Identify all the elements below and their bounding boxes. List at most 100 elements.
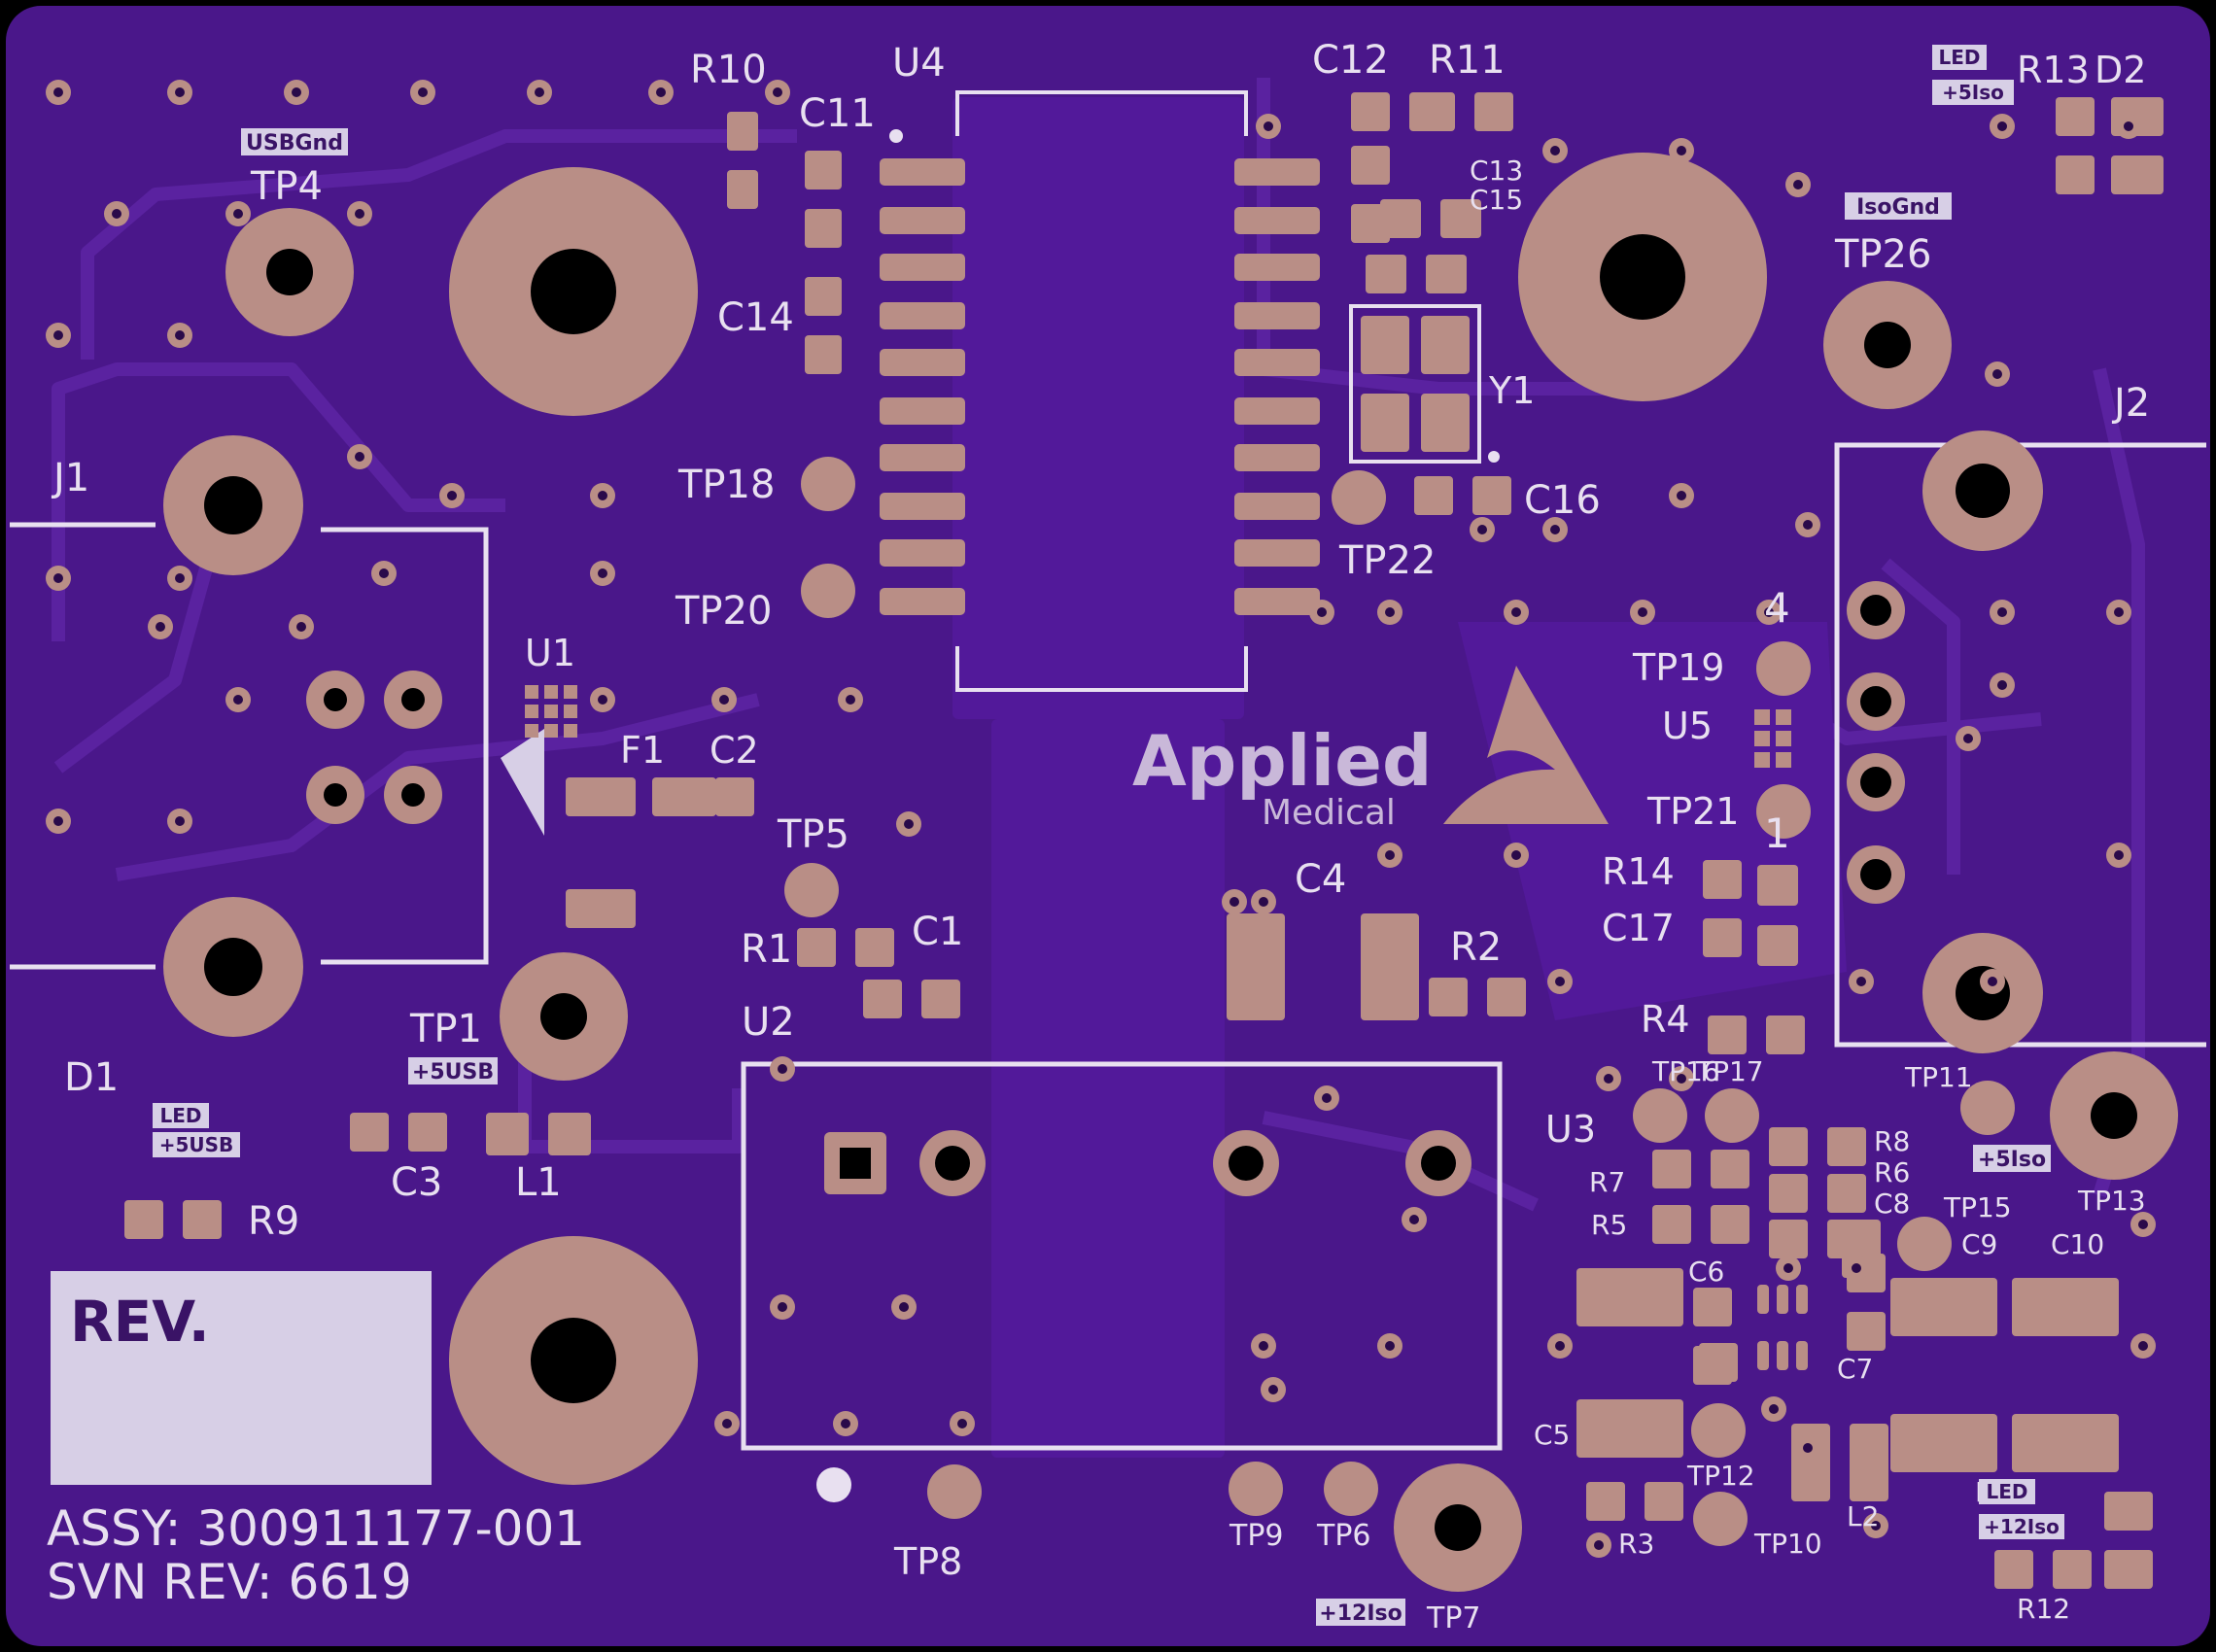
designator-1: 1 xyxy=(1764,809,1790,857)
badge-iso-d3: +12Iso xyxy=(1979,1514,2064,1539)
designator-c12: C12 xyxy=(1312,38,1389,83)
designator-c3: C3 xyxy=(391,1160,442,1205)
designator-f1: F1 xyxy=(620,729,665,772)
designator-c5: C5 xyxy=(1534,1419,1570,1451)
designator-tp6: TP6 xyxy=(1316,1519,1371,1553)
designator-c4: C4 xyxy=(1295,857,1346,902)
copper-pours xyxy=(952,97,1847,1458)
badge-usbgnd: USBGnd xyxy=(241,128,348,155)
badge-isognd: IsoGnd xyxy=(1845,192,1952,220)
designator-4: 4 xyxy=(1764,584,1790,632)
vias xyxy=(46,80,2156,1558)
designator-r9: R9 xyxy=(248,1199,299,1244)
svg-text:+5USB: +5USB xyxy=(159,1133,234,1156)
designator-r2: R2 xyxy=(1450,925,1502,970)
module-u2 xyxy=(741,1061,1503,1451)
designator-c8: C8 xyxy=(1874,1187,1910,1220)
designator-tp9: TP9 xyxy=(1229,1519,1284,1553)
ic-u1 xyxy=(525,685,577,738)
logo-name: Applied xyxy=(1132,720,1433,802)
svg-text:LED: LED xyxy=(1938,46,1980,69)
designator-tp17: TP17 xyxy=(1695,1055,1764,1087)
designator-r11: R11 xyxy=(1429,38,1506,83)
badge-tp11-5iso: +5Iso xyxy=(1973,1145,2051,1172)
designator-tp22: TP22 xyxy=(1338,538,1436,583)
designator-tp19: TP19 xyxy=(1632,646,1724,689)
designator-tp15: TP15 xyxy=(1943,1191,2012,1223)
logo-sub: Medical xyxy=(1262,793,1396,833)
svg-text:+5Iso: +5Iso xyxy=(1942,81,2004,104)
designator-r13: R13 xyxy=(2017,49,2090,91)
designator-c1: C1 xyxy=(912,910,963,954)
svg-text:+5USB: +5USB xyxy=(412,1060,494,1084)
designator-c11: C11 xyxy=(799,91,876,136)
designator-tp1: TP1 xyxy=(409,1007,482,1051)
designator-c14: C14 xyxy=(717,295,794,340)
designator-c10: C10 xyxy=(2051,1228,2104,1260)
connector-j1 xyxy=(10,435,544,1037)
crystal-y1 xyxy=(1349,304,1500,464)
mounting-holes xyxy=(449,153,1767,1502)
svg-text:+5Iso: +5Iso xyxy=(1978,1148,2046,1172)
designator-d1: D1 xyxy=(64,1055,119,1100)
designator-tp11: TP11 xyxy=(1904,1061,1973,1093)
designator-u2: U2 xyxy=(742,1000,795,1045)
designator-c6: C6 xyxy=(1688,1256,1724,1288)
designator-c15: C15 xyxy=(1470,184,1523,216)
designator-tp18: TP18 xyxy=(677,463,775,507)
designator-tp8: TP8 xyxy=(893,1540,962,1583)
designator-j2: J2 xyxy=(2111,381,2150,426)
designator-r4: R4 xyxy=(1641,998,1690,1041)
designator-r3: R3 xyxy=(1618,1528,1654,1560)
designator-tp13: TP13 xyxy=(2077,1185,2146,1217)
designator-j1: J1 xyxy=(51,456,89,500)
designator-tp16: TP16 xyxy=(1651,1055,1720,1087)
ic-u3 xyxy=(1757,1285,1808,1370)
designator-tp4: TP4 xyxy=(250,164,323,209)
revision-box: REV. xyxy=(51,1271,432,1485)
triangle-wave-logo-icon xyxy=(1443,666,1609,824)
ic-u5 xyxy=(1754,709,1791,768)
svg-text:USBGnd: USBGnd xyxy=(246,131,343,155)
svg-text:+12Iso: +12Iso xyxy=(1984,1515,2060,1538)
designator-d2: D2 xyxy=(2095,49,2146,91)
designator-tp10: TP10 xyxy=(1753,1528,1822,1560)
svn-revision: SVN REV: 6619 xyxy=(47,1554,412,1610)
applied-medical-logo: Applied Medical xyxy=(1132,666,1609,833)
designator-l2: L2 xyxy=(1847,1500,1879,1532)
badge-iso-d2: +5Iso xyxy=(1932,80,2014,105)
designator-r12: R12 xyxy=(2017,1593,2070,1625)
svg-text:+12Iso: +12Iso xyxy=(1319,1601,1402,1626)
badge-usb-d1: +5USB xyxy=(153,1132,240,1157)
designator-c16: C16 xyxy=(1524,478,1601,523)
mounting-hole-top-left xyxy=(449,167,698,416)
designator-c13: C13 xyxy=(1470,155,1523,187)
designator-tp12: TP12 xyxy=(1686,1460,1755,1492)
designator-r14: R14 xyxy=(1602,850,1675,893)
badge-led-d1: LED xyxy=(153,1103,209,1128)
designator-c2: C2 xyxy=(710,729,759,772)
designator-y1: Y1 xyxy=(1488,369,1535,412)
test-points xyxy=(225,208,2178,1592)
svg-text:LED: LED xyxy=(1986,1480,2027,1503)
badge-tp1-5usb: +5USB xyxy=(408,1057,498,1084)
designator-l1: L1 xyxy=(515,1160,562,1205)
badge-tp7-12iso: +12Iso xyxy=(1316,1599,1405,1626)
designator-tp20: TP20 xyxy=(675,589,772,634)
designator-c7: C7 xyxy=(1837,1353,1873,1385)
net-badges: USBGndIsoGndLED+5USB+5USBLED+5Iso+5IsoLE… xyxy=(153,45,2064,1626)
designator-c17: C17 xyxy=(1602,907,1675,949)
designator-u4: U4 xyxy=(892,41,946,86)
designator-u3: U3 xyxy=(1545,1108,1596,1151)
badge-led-d2: LED xyxy=(1932,45,1987,70)
designator-r10: R10 xyxy=(690,48,767,92)
designator-r6: R6 xyxy=(1874,1156,1910,1188)
designator-tp26: TP26 xyxy=(1834,232,1931,277)
assembly-number: ASSY: 300911177-001 xyxy=(47,1500,585,1557)
revision-label: REV. xyxy=(70,1289,210,1355)
connector-j2 xyxy=(1834,430,2206,1053)
designator-r5: R5 xyxy=(1591,1209,1627,1241)
svg-text:IsoGnd: IsoGnd xyxy=(1856,195,1940,220)
svg-text:LED: LED xyxy=(159,1104,201,1127)
